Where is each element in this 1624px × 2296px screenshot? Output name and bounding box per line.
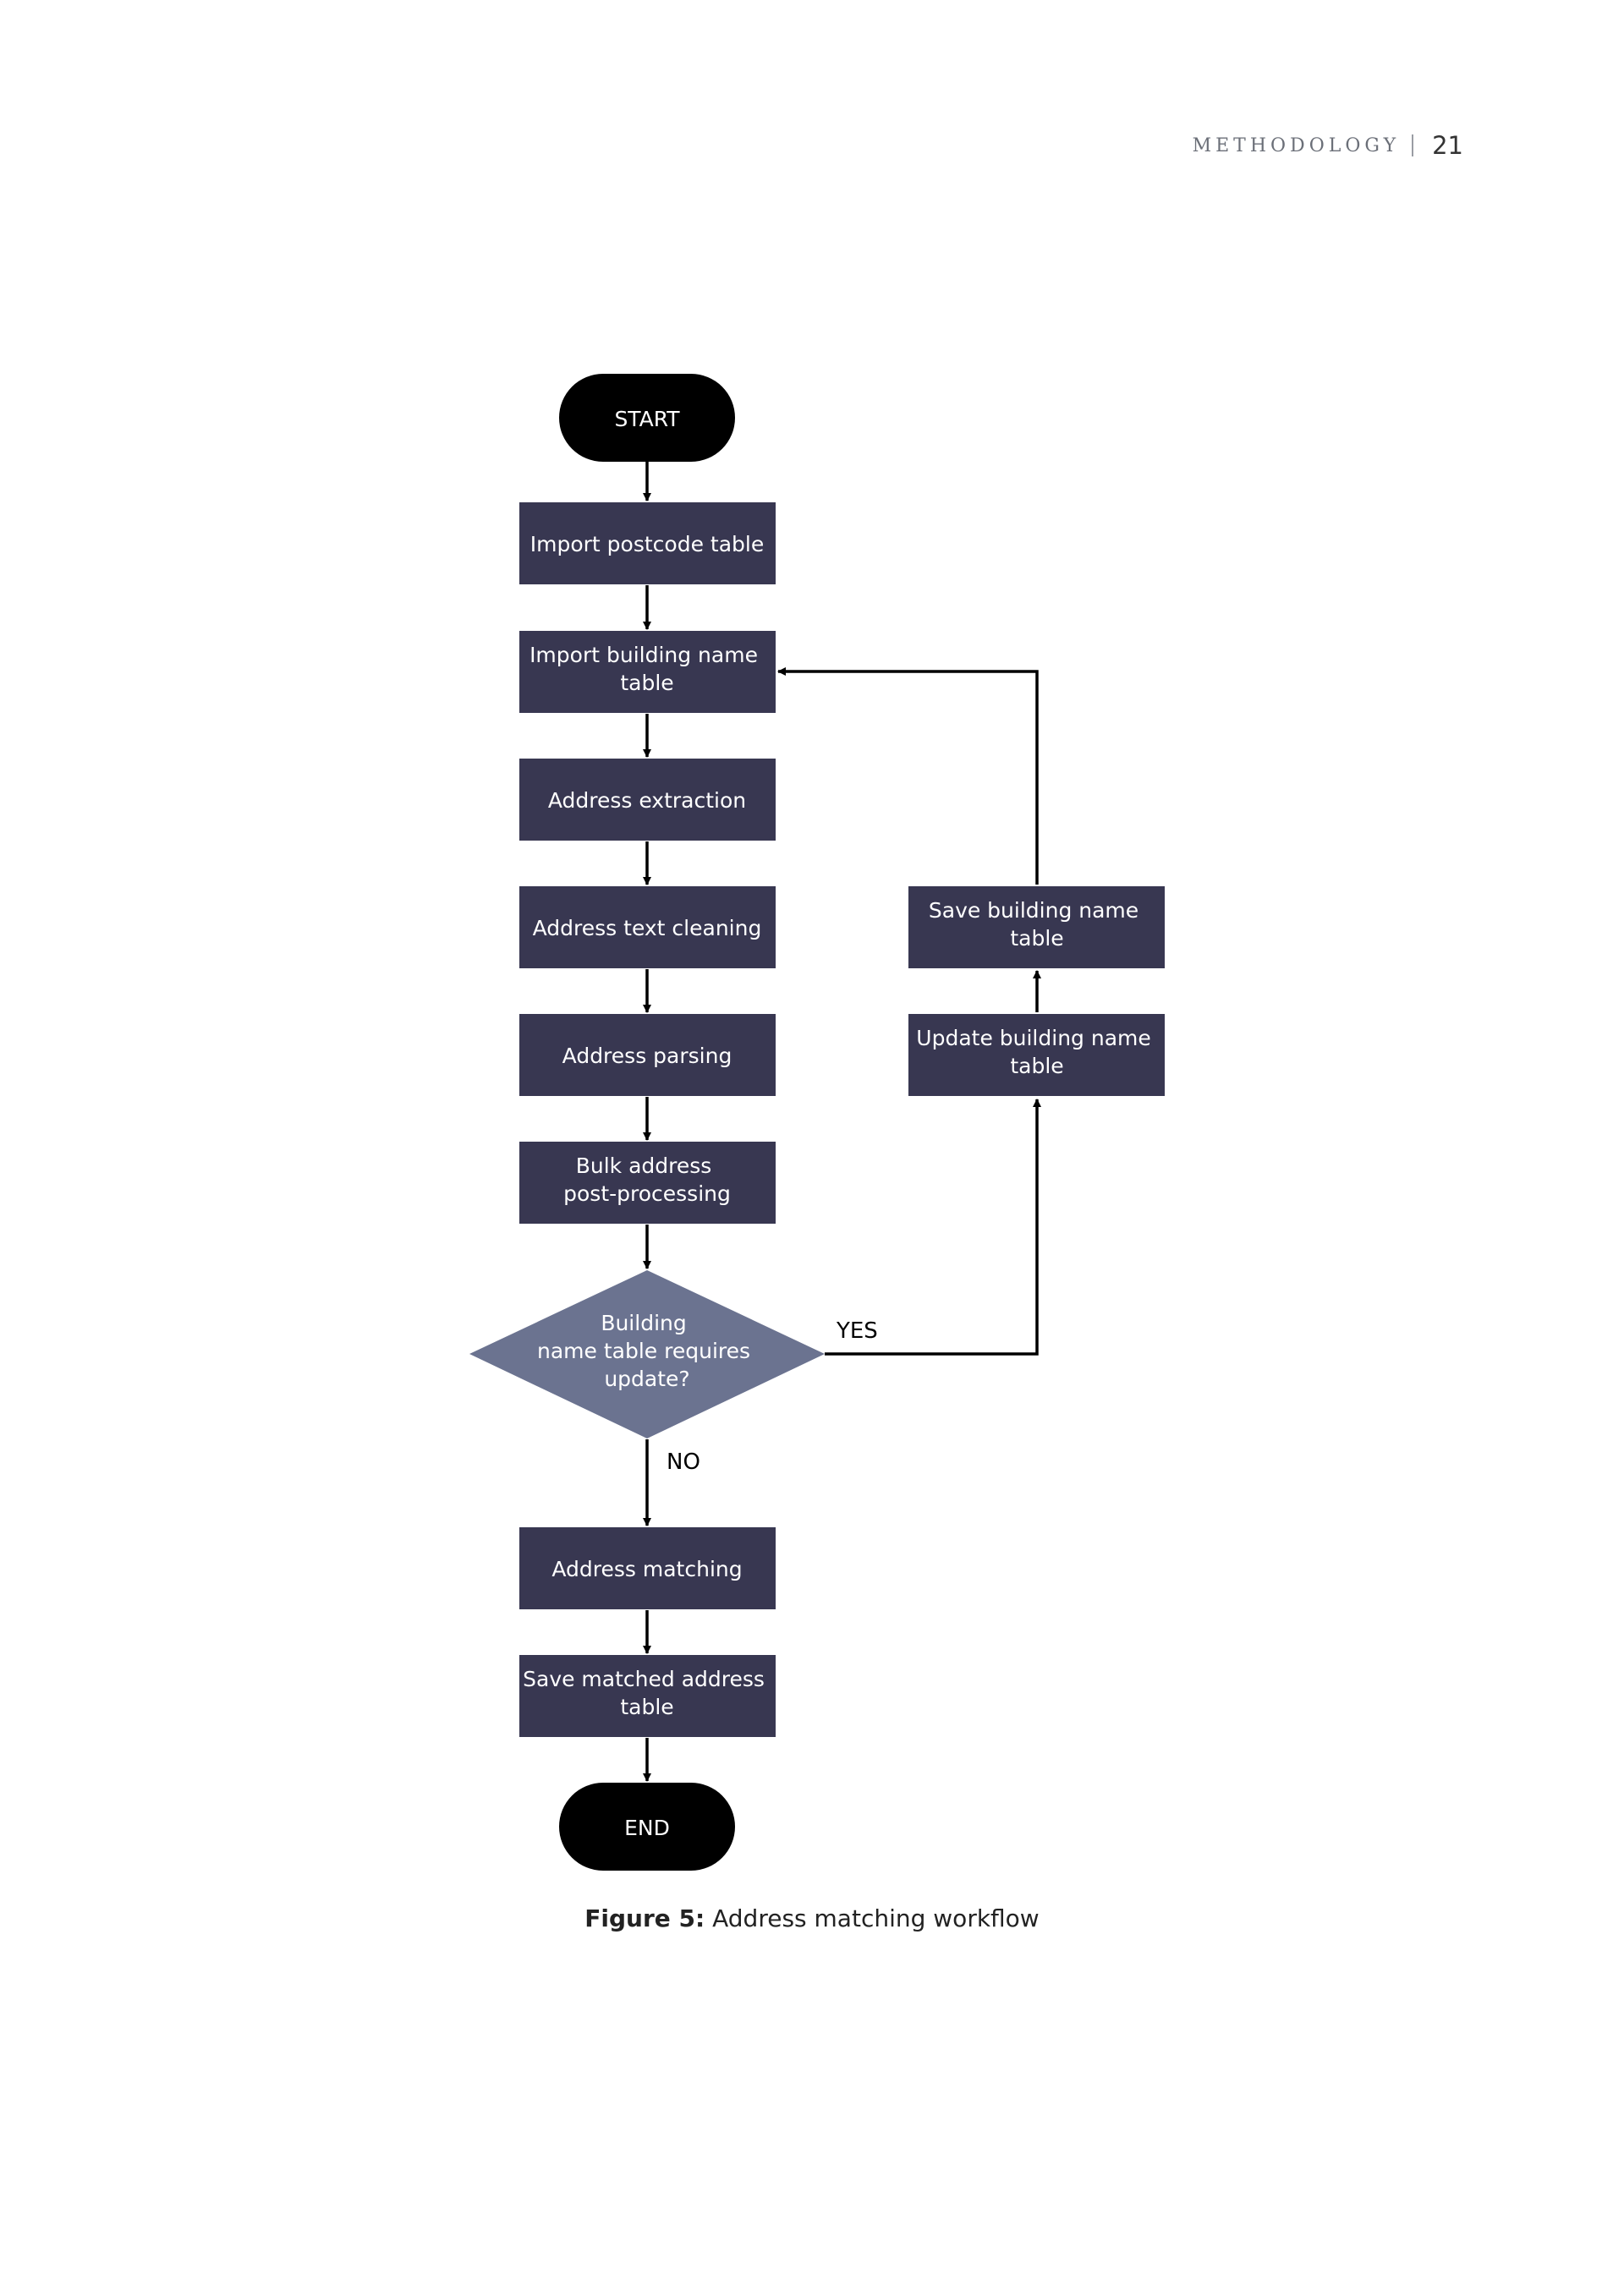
process-address-matching: Address matching xyxy=(519,1527,776,1609)
page-number: 21 xyxy=(1432,131,1463,160)
edge-decision-yes-to-update xyxy=(825,1099,1041,1356)
process-save-building: Save building name table xyxy=(908,886,1165,968)
process-address-extraction: Address extraction xyxy=(519,759,776,841)
process-bulk-post-processing-box xyxy=(519,1142,776,1224)
process-save-building-label: Save building name table xyxy=(929,898,1145,951)
process-bulk-post-processing-label: Bulk address post-processing xyxy=(563,1153,731,1206)
label-line: Address text cleaning xyxy=(533,916,762,940)
label-line: Import building name xyxy=(529,643,758,667)
label-line: Import postcode table xyxy=(530,532,764,556)
label-line: table xyxy=(1010,926,1063,951)
label-line: update? xyxy=(604,1367,689,1391)
process-bulk-post-processing: Bulk address post-processing xyxy=(519,1142,776,1224)
label-line: Update building name xyxy=(916,1026,1150,1050)
process-address-parsing-label: Address parsing xyxy=(562,1044,732,1068)
label-line: Building xyxy=(601,1311,686,1335)
figure-caption-text: Address matching workflow xyxy=(712,1904,1040,1932)
process-update-building-label: Update building name table xyxy=(916,1026,1157,1078)
process-import-postcode-label: Import postcode table xyxy=(530,532,764,556)
start-terminal-shape xyxy=(559,374,735,462)
start-terminal: START xyxy=(559,374,735,462)
edge-save-building-to-import-building xyxy=(777,667,1039,885)
edge-label-no: NO xyxy=(667,1449,700,1475)
label-line: table xyxy=(620,671,673,695)
process-address-extraction-box xyxy=(519,759,776,841)
process-address-matching-label: Address matching xyxy=(551,1557,742,1581)
process-address-parsing-box xyxy=(519,1014,776,1096)
label-line: table xyxy=(620,1695,673,1719)
connectors xyxy=(643,461,1041,1782)
decision-label: Building name table requires update? xyxy=(537,1311,757,1391)
process-address-cleaning-label: Address text cleaning xyxy=(533,916,762,940)
process-address-cleaning-box xyxy=(519,886,776,968)
label-line: name table requires xyxy=(537,1339,750,1363)
figure-caption: Figure 5: Address matching workflow xyxy=(0,1904,1624,1932)
label-line: post-processing xyxy=(563,1181,731,1206)
end-terminal: END xyxy=(559,1783,735,1871)
end-terminal-shape xyxy=(559,1783,735,1871)
label-line: Save matched address xyxy=(523,1667,765,1691)
process-address-matching-box xyxy=(519,1527,776,1609)
process-import-building-label: Import building name table xyxy=(529,643,765,695)
running-head-section: METHODOLOGY xyxy=(1192,134,1401,156)
end-label: END xyxy=(624,1816,670,1840)
label-line: Bulk address xyxy=(576,1153,712,1178)
process-save-matched: Save matched address table xyxy=(519,1655,776,1737)
edge-label-yes: YES xyxy=(836,1318,878,1344)
label-line: Address parsing xyxy=(562,1044,732,1068)
label-line: Address matching xyxy=(551,1557,742,1581)
process-update-building-box xyxy=(908,1014,1165,1096)
label-line: Address extraction xyxy=(548,788,746,813)
process-save-matched-label: Save matched address table xyxy=(523,1667,771,1719)
process-save-building-box xyxy=(908,886,1165,968)
running-head: METHODOLOGY 21 xyxy=(1193,131,1463,160)
label-line: table xyxy=(1010,1054,1063,1078)
figure-caption-label: Figure 5: xyxy=(584,1904,705,1932)
process-update-building: Update building name table xyxy=(908,1014,1165,1096)
process-address-extraction-label: Address extraction xyxy=(548,788,746,813)
process-address-parsing: Address parsing xyxy=(519,1014,776,1096)
process-import-building: Import building name table xyxy=(519,631,776,713)
decision-building-table-update: Building name table requires update? xyxy=(469,1270,825,1438)
process-import-building-box xyxy=(519,631,776,713)
process-address-cleaning: Address text cleaning xyxy=(519,886,776,968)
decision-diamond xyxy=(469,1270,825,1438)
running-head-separator xyxy=(1412,134,1414,156)
start-label: START xyxy=(614,407,680,431)
process-save-matched-box xyxy=(519,1655,776,1737)
label-line: Save building name xyxy=(929,898,1138,923)
process-import-postcode: Import postcode table xyxy=(519,502,776,584)
process-import-postcode-box xyxy=(519,502,776,584)
